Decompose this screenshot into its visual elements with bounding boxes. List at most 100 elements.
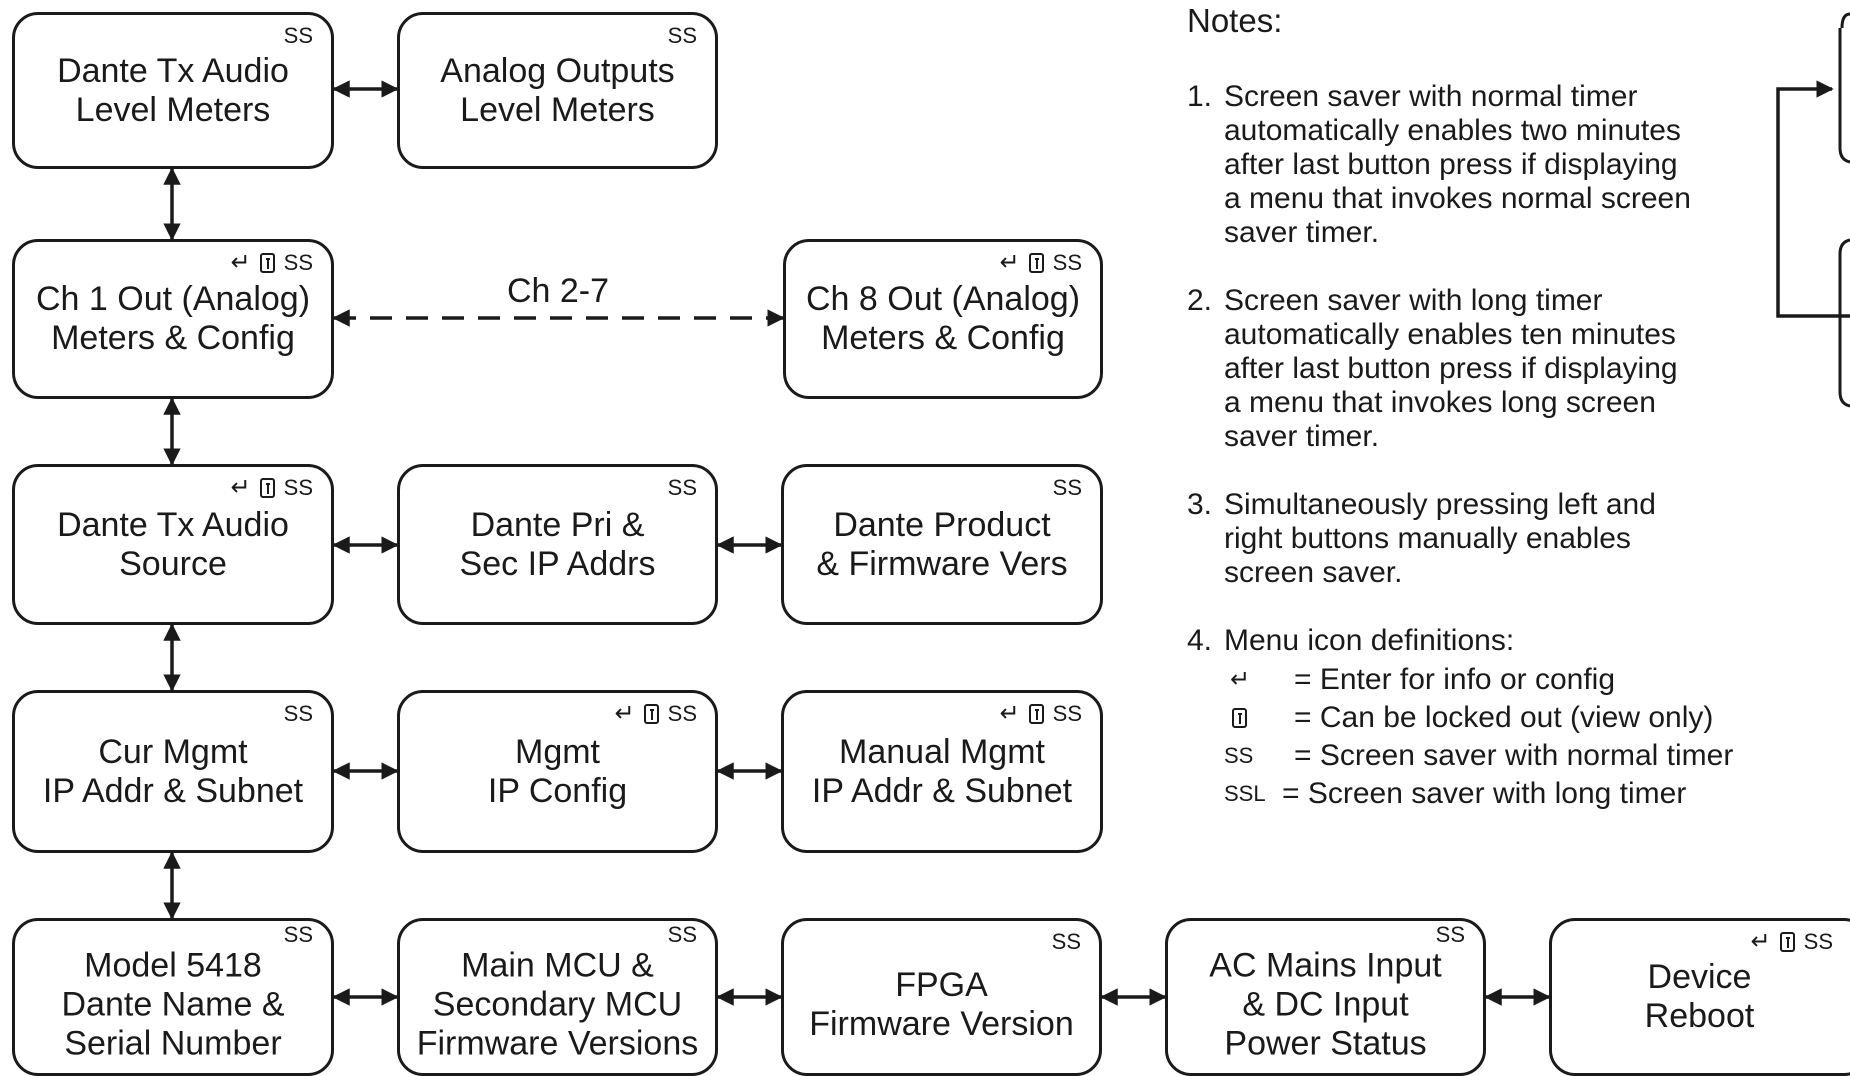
- box-line: Dante Tx Audio: [57, 505, 289, 544]
- box-line: Device: [1647, 958, 1752, 996]
- ss-icon: SS: [1052, 250, 1082, 275]
- box-line: Analog Outputs: [440, 51, 675, 90]
- box-line: Source: [119, 544, 227, 583]
- lock-icon: [643, 704, 659, 724]
- definition-ss: SS = Screen saver with normal timer: [1224, 739, 1733, 773]
- ss-icon: SS: [283, 250, 313, 275]
- box-line: Power Status: [1224, 1024, 1427, 1063]
- note-number: 4.: [1187, 624, 1213, 657]
- box-line: Serial Number: [64, 1024, 282, 1063]
- enter-icon: ↵: [1230, 666, 1251, 693]
- ss-icon: SS: [283, 23, 313, 48]
- ss-icon: SS: [1435, 922, 1465, 947]
- lock-icon: [259, 253, 275, 273]
- enter-icon: ↵: [999, 700, 1020, 727]
- box-line: Cur Mgmt: [98, 732, 248, 771]
- right-loop-bracket: [1776, 80, 1850, 318]
- ss-icon: SS: [283, 701, 313, 726]
- ss-icon: SS: [1052, 475, 1082, 500]
- box-line: IP Config: [487, 771, 628, 810]
- notes-title: Notes:: [1187, 2, 1283, 39]
- box-line: Sec IP Addrs: [459, 544, 656, 583]
- connector-label-ch2-7: Ch 2-7: [507, 272, 609, 310]
- box-line: Firmware Version: [809, 1004, 1074, 1043]
- note-line: Screen saver with long timer: [1224, 284, 1603, 317]
- box-line: Dante Tx Audio: [57, 51, 289, 90]
- note-line: automatically enables ten minutes: [1224, 318, 1676, 351]
- box-line: IP Addr & Subnet: [811, 771, 1073, 810]
- box-line: IP Addr & Subnet: [42, 771, 304, 810]
- note-line: automatically enables two minutes: [1224, 114, 1681, 147]
- note-line: a menu that invokes normal screen: [1224, 182, 1691, 215]
- note-line: Menu icon definitions:: [1224, 624, 1515, 657]
- box-line: & Firmware Vers: [816, 544, 1068, 583]
- ss-icon: SS: [667, 23, 697, 48]
- partial-box-top-right: [1840, 12, 1850, 29]
- enter-icon: ↵: [614, 700, 635, 727]
- note-number: 1.: [1187, 80, 1213, 113]
- box-line: Reboot: [1644, 997, 1755, 1035]
- menu-box-ch8-out: ↵ SS Ch 8 Out (Analog)Meters & Config: [783, 239, 1103, 399]
- note-number: 2.: [1187, 284, 1213, 317]
- enter-icon: ↵: [1750, 928, 1771, 955]
- lock-icon: [259, 478, 275, 498]
- note-line: Screen saver with normal timer: [1224, 80, 1638, 113]
- lock-icon: [1028, 253, 1044, 273]
- ss-icon: SS: [283, 922, 313, 947]
- ss-icon: SS: [667, 475, 697, 500]
- menu-box-ch1-out: ↵ SS Ch 1 Out (Analog)Meters & Config: [12, 239, 334, 399]
- note-line: saver timer.: [1224, 420, 1380, 453]
- enter-icon: ↵: [230, 474, 251, 501]
- note-line: right buttons manually enables: [1224, 522, 1631, 555]
- partial-box-top-right-edge: [1838, 28, 1850, 164]
- box-line: Ch 1 Out (Analog): [35, 280, 311, 318]
- ss-symbol: SS: [1224, 743, 1254, 768]
- note-line: Simultaneously pressing left and: [1224, 488, 1656, 521]
- ss-icon: SS: [667, 922, 697, 947]
- note-line: after last button press if displaying: [1224, 352, 1678, 385]
- definition-ssl: SSL = Screen saver with long timer: [1224, 777, 1686, 811]
- lock-icon: [1232, 708, 1247, 728]
- box-line: FPGA: [895, 965, 988, 1004]
- box-line: Meters & Config: [821, 319, 1065, 357]
- menu-box-dante-ip-addrs: SS Dante Pri &Sec IP Addrs: [397, 464, 718, 625]
- ss-icon: SS: [1052, 701, 1082, 726]
- box-line: Dante Product: [833, 505, 1051, 544]
- lock-icon: [1779, 932, 1795, 952]
- box-line: Secondary MCU: [432, 985, 683, 1024]
- note-line: a menu that invokes long screen: [1224, 386, 1656, 419]
- ss-icon: SS: [667, 701, 697, 726]
- box-line: Model 5418: [84, 946, 262, 985]
- box-line: & DC Input: [1242, 985, 1409, 1024]
- box-line: Ch 8 Out (Analog): [805, 280, 1081, 318]
- box-line: Meters & Config: [51, 319, 295, 357]
- box-line: Level Meters: [460, 90, 655, 129]
- note-line: screen saver.: [1224, 556, 1403, 589]
- definition-enter: ↵ = Enter for info or config: [1224, 663, 1615, 697]
- enter-icon: ↵: [230, 249, 251, 276]
- box-line: Main MCU &: [461, 946, 654, 985]
- box-line: Manual Mgmt: [839, 732, 1045, 771]
- partial-box-lower-right-edge: [1838, 238, 1850, 408]
- note-number: 3.: [1187, 488, 1213, 521]
- enter-icon: ↵: [999, 249, 1020, 276]
- box-line: Dante Name &: [61, 985, 285, 1024]
- definition-lock: = Can be locked out (view only): [1224, 701, 1713, 735]
- box-line: AC Mains Input: [1209, 946, 1442, 985]
- ssl-symbol: SSL: [1224, 781, 1266, 806]
- note-line: after last button press if displaying: [1224, 148, 1678, 181]
- box-line: Firmware Versions: [416, 1024, 699, 1063]
- lock-icon: [1028, 704, 1044, 724]
- definition-text: = Screen saver with long timer: [1282, 777, 1687, 810]
- box-line: Level Meters: [75, 90, 271, 129]
- note-line: saver timer.: [1224, 216, 1380, 249]
